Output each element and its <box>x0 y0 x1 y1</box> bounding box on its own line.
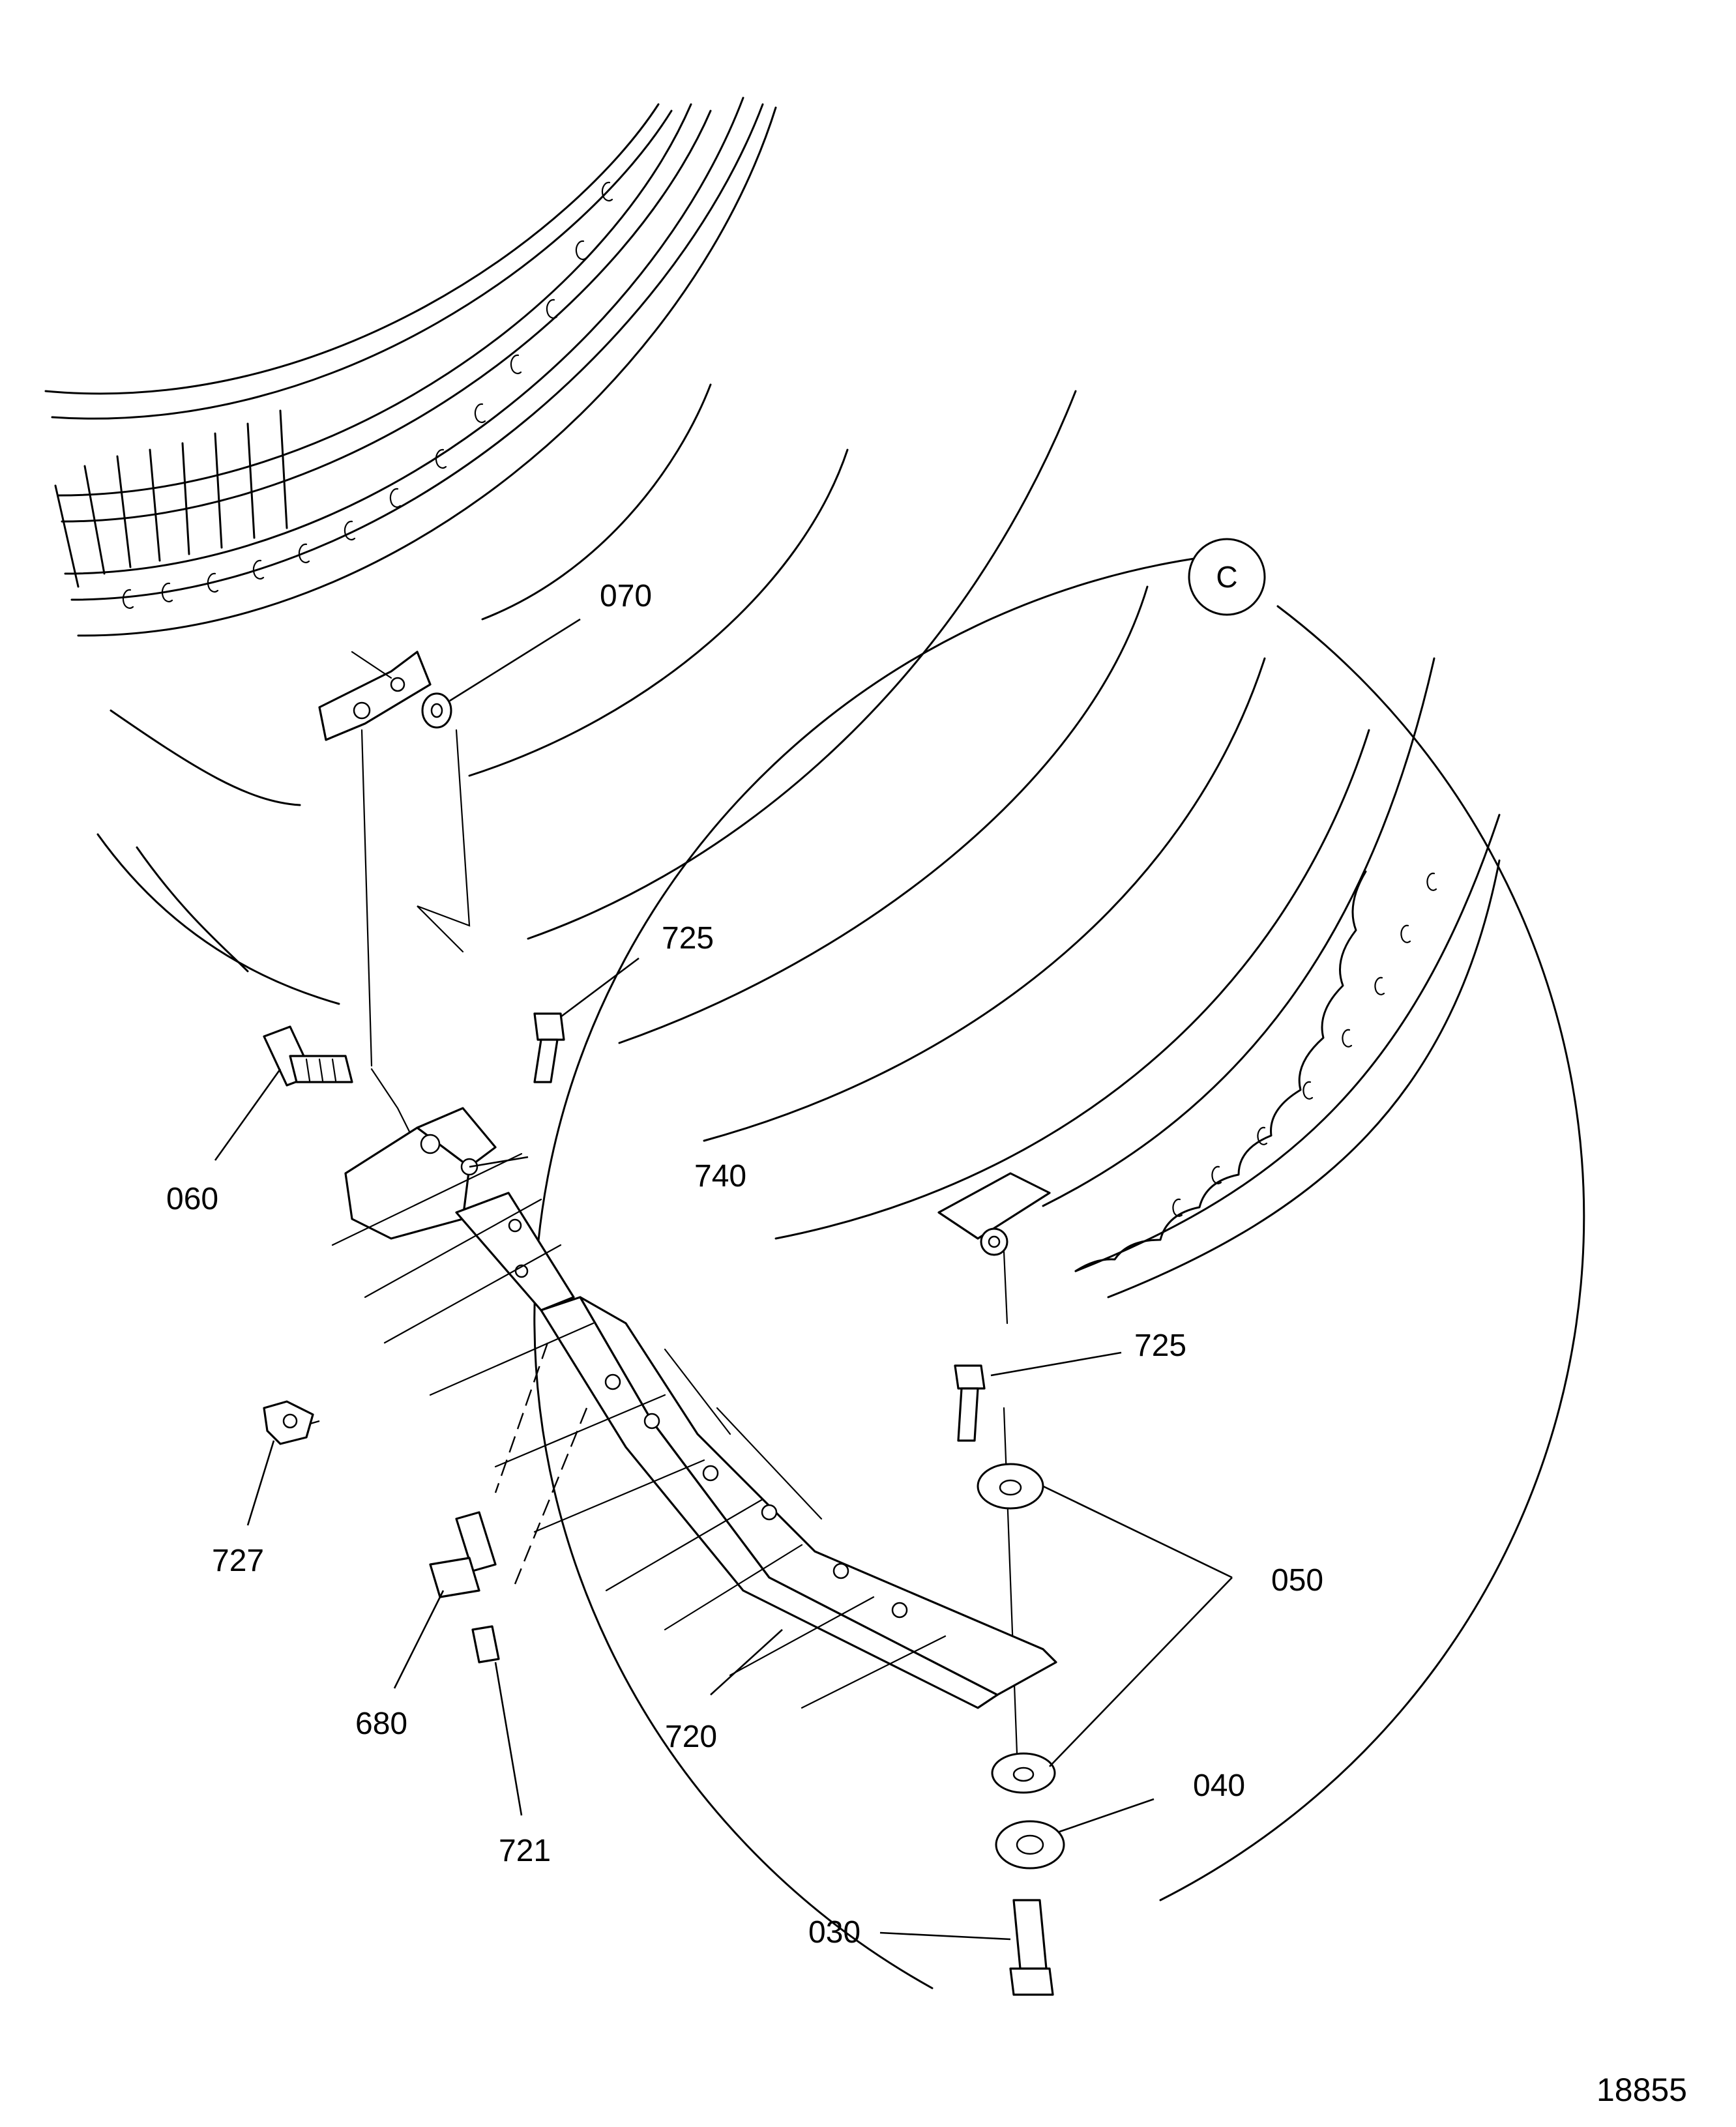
callout-060: 060 <box>166 1182 218 1216</box>
callout-680: 680 <box>355 1707 407 1741</box>
callout-labels: 070 725 060 740 725 727 050 680 720 721 … <box>166 579 1323 1950</box>
callout-040: 040 <box>1193 1768 1245 1803</box>
callout-725-right: 725 <box>1134 1328 1186 1363</box>
upper-bracket <box>318 651 432 741</box>
callout-721: 721 <box>499 1834 551 1868</box>
washer-040 <box>995 1820 1065 1870</box>
callout-725-top: 725 <box>662 921 714 956</box>
mount-bracket <box>937 1172 1051 1256</box>
bolt-725-top <box>533 1012 565 1083</box>
bolt-680 <box>429 1511 497 1598</box>
bolt-725-right <box>954 1364 986 1442</box>
leader-lines <box>214 618 1233 1941</box>
bolt-030 <box>1009 1899 1054 1996</box>
callout-070: 070 <box>600 579 652 613</box>
detail-letter: C <box>1216 560 1237 594</box>
fuel-manifold-720 <box>455 1192 1057 1709</box>
lockplate-727 <box>263 1400 314 1445</box>
callout-740: 740 <box>694 1159 746 1194</box>
case-ring-holes <box>122 181 613 609</box>
spacer-050-upper <box>977 1463 1044 1510</box>
spacer-050-lower <box>991 1752 1056 1794</box>
engine-case-outline <box>44 96 777 637</box>
washer-070 <box>421 692 452 729</box>
detail-circle: C <box>533 538 1585 1989</box>
combustor-ring <box>1074 814 1501 1298</box>
manifold-arcs <box>96 383 1435 1240</box>
bolt-060 <box>263 1025 353 1087</box>
callout-030: 030 <box>808 1915 861 1950</box>
figure-number: 18855 <box>1596 2072 1687 2108</box>
callout-720: 720 <box>665 1720 717 1754</box>
pin-721 <box>471 1625 500 1664</box>
callout-050: 050 <box>1271 1563 1323 1598</box>
fuel-nozzle-stubs <box>331 1152 947 1709</box>
callout-727: 727 <box>212 1544 264 1578</box>
